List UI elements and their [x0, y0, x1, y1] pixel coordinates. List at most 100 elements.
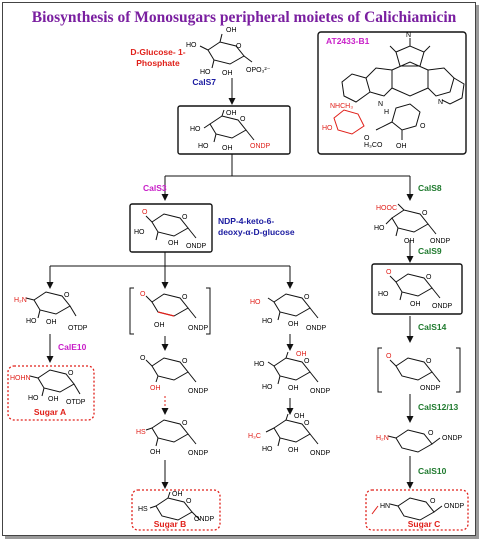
branch-b-mid-structure — [145, 357, 197, 383]
product-sugar-b: Sugar B — [154, 519, 187, 529]
dideoxy-keto-structure — [389, 357, 441, 383]
sugar-c-structure — [389, 497, 443, 521]
start-compound-label-line1: D-Glucose- 1- — [130, 47, 185, 57]
atom-ondp: ONDP — [188, 325, 209, 332]
atom-o: O — [430, 498, 436, 505]
atom-ho: HO — [186, 42, 197, 49]
branch-b-double-bond — [157, 311, 175, 317]
sugar-a-structure — [29, 369, 81, 397]
atom-oh: OH — [404, 238, 415, 245]
atom-h3co: H₃CO — [364, 142, 383, 149]
atom-o: O — [304, 294, 310, 301]
atom-h2n: H₂N — [376, 435, 389, 442]
sugar-c-ethyl — [371, 505, 379, 515]
enzyme-cals12-13: CalS12/13 — [418, 402, 458, 412]
bracket-left — [377, 347, 382, 393]
atom-ho: HO — [262, 446, 273, 453]
atom-ondp: ONDP — [430, 238, 451, 245]
atom-oh: OH — [46, 319, 57, 326]
atom-oh: OH — [288, 447, 299, 454]
atom-h: H — [384, 109, 389, 116]
atom-o: O — [64, 292, 70, 299]
atom-h3c: H₃C — [248, 433, 261, 440]
atom-otdp: OTDP — [66, 399, 86, 406]
atom-ondp: ONDP — [442, 435, 463, 442]
branch-b-keto-structure — [145, 293, 197, 319]
atom-otdp: OTDP — [68, 325, 88, 332]
atom-oh: OH — [296, 351, 307, 358]
atom-hs: HS — [136, 429, 146, 436]
branch-b-thio-structure — [145, 419, 197, 447]
atom-oh: OH — [410, 301, 421, 308]
atom-oh: OH — [222, 70, 233, 77]
atom-ho: HO — [200, 69, 211, 76]
atom-hooc: HOOC — [376, 205, 397, 212]
atom-oh: OH — [288, 385, 299, 392]
atom-o: O — [304, 420, 310, 427]
atom-o: O — [140, 355, 146, 362]
sugar-c-box — [365, 489, 469, 531]
branch-lines-left — [50, 252, 290, 267]
product-sugar-a: Sugar A — [34, 407, 66, 417]
sugar-b-box — [131, 489, 221, 531]
atom-o: O — [182, 358, 188, 365]
atom-o: O — [364, 135, 370, 142]
atom-oh: OH — [172, 491, 183, 498]
atom-o: O — [68, 370, 74, 377]
atom-h2n: H₂N — [14, 297, 27, 304]
at2433-b1-amino-sugar — [333, 109, 365, 135]
keto-sugar-box — [371, 263, 463, 315]
ndp-4-keto-box — [129, 203, 213, 253]
sugar-a-box — [7, 365, 95, 421]
atom-oh: OH — [222, 145, 233, 152]
atom-o: O — [182, 294, 188, 301]
atom-o: O — [426, 358, 432, 365]
enzyme-cals7: CalS7 — [192, 77, 216, 87]
enzyme-cals10: CalS10 — [418, 466, 447, 476]
atom-ondp: ONDP — [306, 325, 327, 332]
atom-ho: HO — [322, 125, 333, 132]
keto-sugar-structure — [389, 273, 441, 301]
atom-ho: HO — [262, 384, 273, 391]
at2433-b1-box — [317, 31, 467, 155]
bracket-right — [456, 347, 461, 393]
atom-oh: OH — [396, 143, 407, 150]
branch-c1-mid-structure — [267, 351, 319, 385]
sugar-b-structure — [149, 491, 201, 521]
atom-o: O — [420, 123, 426, 130]
atom-o: O — [304, 358, 310, 365]
ndp-glucose-box — [177, 105, 291, 155]
enzyme-cale10: CalE10 — [58, 342, 87, 352]
atom-o: O — [182, 214, 188, 221]
atom-ho: HO — [134, 229, 145, 236]
enzyme-cals9: CalS9 — [418, 246, 442, 256]
atom-hn: HN — [380, 503, 390, 510]
atom-ondp: ONDP — [432, 303, 453, 310]
atom-ondp: ONDP — [186, 243, 207, 250]
enzyme-cals14: CalS14 — [418, 322, 447, 332]
atom-ondp: ONDP — [310, 388, 331, 395]
atom-o: O — [240, 116, 246, 123]
carboxy-sugar-structure — [385, 203, 437, 237]
atom-opo3: OPO₃²⁻ — [246, 67, 271, 74]
atom-ondp: ONDP — [420, 385, 441, 392]
atom-oh: OH — [226, 110, 237, 117]
atom-o: O — [386, 353, 392, 360]
atom-ho: HO — [374, 225, 385, 232]
branch-c1-methyl-structure — [265, 413, 319, 447]
at2433-b1-structure — [341, 38, 465, 140]
ndp-4-keto-structure — [145, 213, 197, 241]
atom-n: N — [378, 101, 383, 108]
atom-o: O — [426, 274, 432, 281]
bracket-b-left — [129, 287, 134, 335]
atom-nhch3: NHCH₃ — [330, 103, 353, 110]
atom-ho: HO — [254, 361, 265, 368]
atom-ho: HO — [262, 318, 273, 325]
atom-ondp: ONDP — [188, 388, 209, 395]
enzyme-cals3: CalS3 — [143, 183, 167, 193]
atom-oh: OH — [154, 322, 165, 329]
atom-ondp: ONDP — [194, 516, 215, 523]
start-compound-label-line2: Phosphate — [136, 58, 180, 68]
atom-ho: HO — [378, 291, 389, 298]
